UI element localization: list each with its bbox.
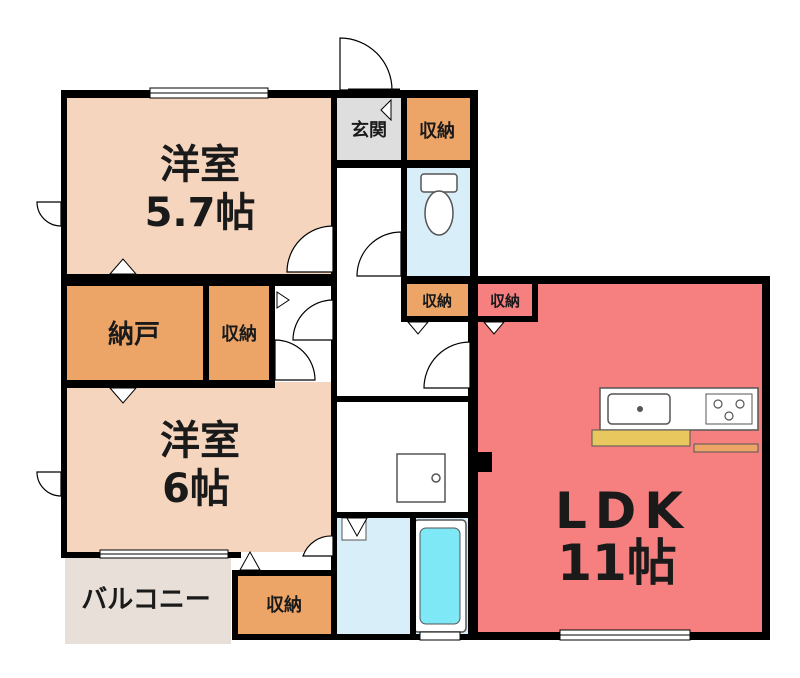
storage-label-3: 収納 [419,120,455,142]
storage-label-4: 収納 [422,292,452,310]
genkan-area [337,98,405,164]
genkan-label: 玄関 [351,119,387,141]
western-1-name: 洋室 [160,142,240,188]
storage-closet-1 [207,286,271,382]
western-1-size: 5.7帖 [145,190,256,236]
kitchen-counter [591,387,759,453]
ldk-name: LDK [555,482,691,540]
western-2-size: 6帖 [162,466,230,512]
door-markers [108,98,506,571]
bathtub [413,519,467,633]
western-room-1 [65,94,333,278]
storage-label-2: 収納 [266,594,302,616]
western-2-name: 洋室 [160,418,240,464]
window-lines [100,92,690,636]
balcony-label: バルコニー [81,585,210,615]
doors [36,37,471,557]
toilet-fixture [420,173,458,236]
storage-closet-4 [405,284,470,318]
storage-label-1: 収納 [221,323,257,345]
nando-label: 納戸 [108,319,160,350]
ldk-room [475,280,764,636]
western-room-2 [65,382,333,552]
storage-closet-2 [236,575,333,637]
nando-room [65,286,203,382]
storage-closet-3 [405,98,470,164]
washer-space [396,453,446,503]
ldk-size: 11帖 [557,534,677,592]
balcony [65,556,231,644]
storage-label-5: 収納 [490,292,520,310]
